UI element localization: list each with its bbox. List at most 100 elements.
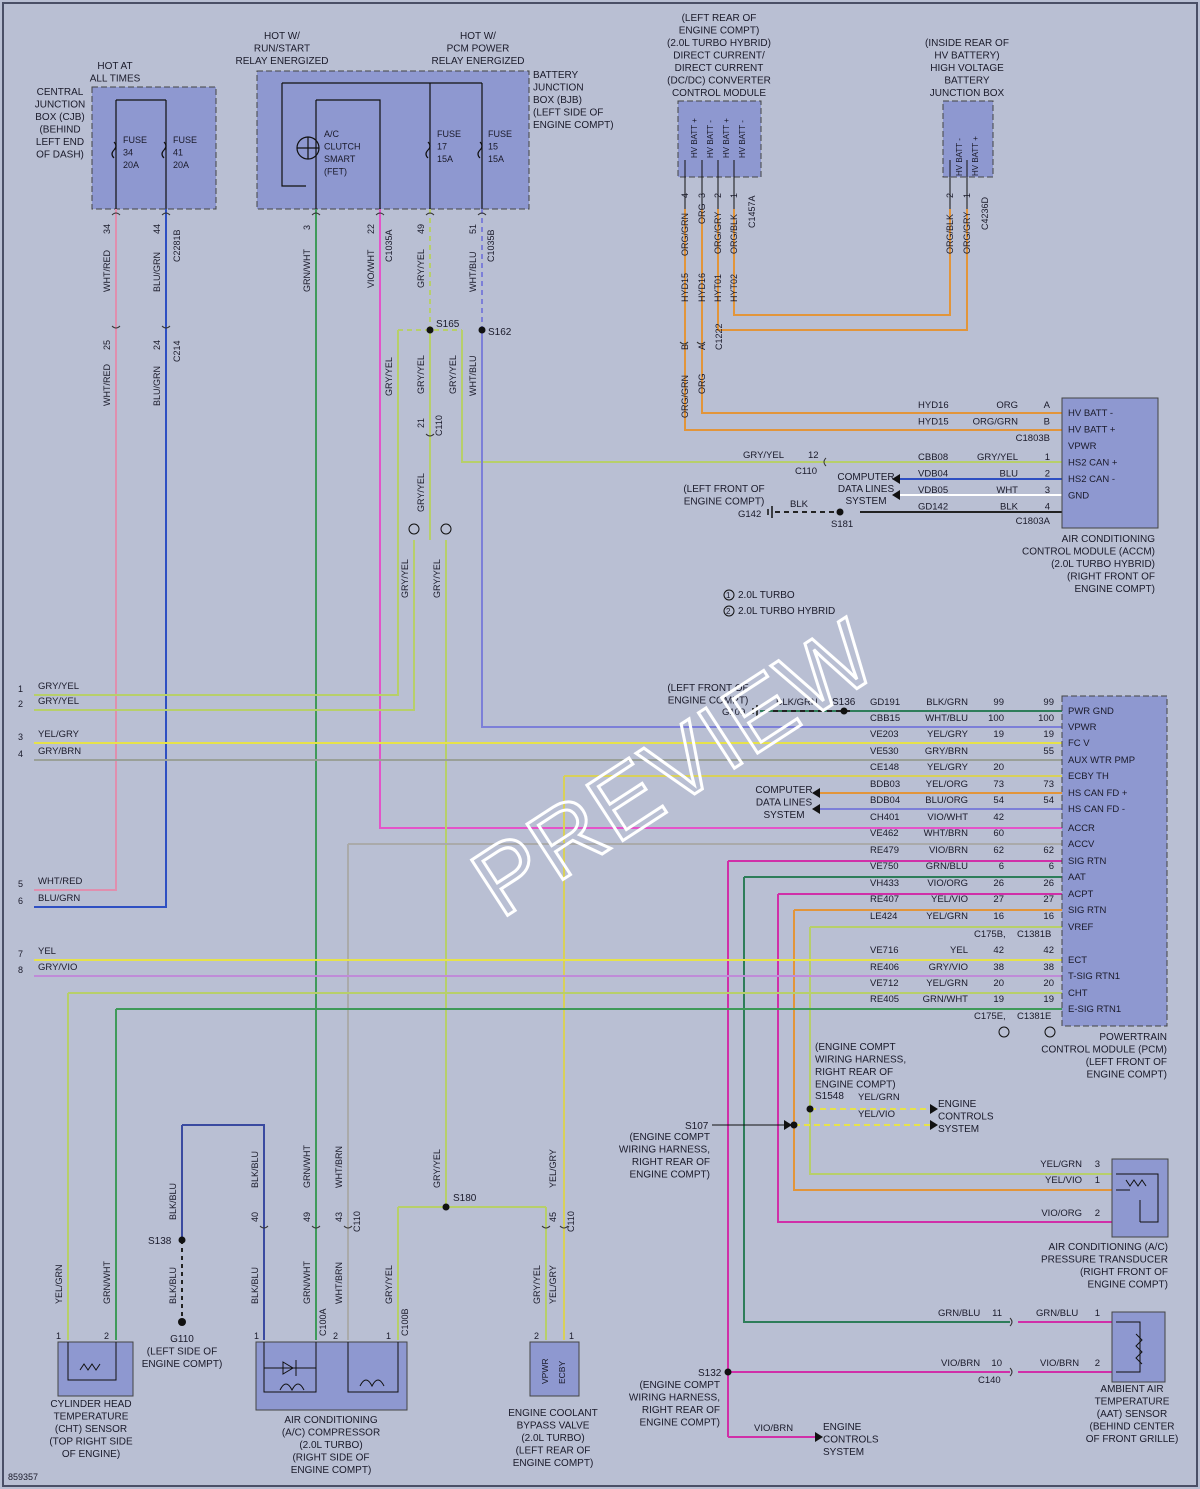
pcm-rows-2-p2: 19: [1043, 729, 1054, 740]
pcm-c1381e: C1381E: [1017, 1011, 1051, 1022]
pcm-c175e: C175E,: [974, 1011, 1006, 1022]
pcm-rows-11-circuit: VH433: [870, 878, 899, 889]
pcm-pins-3: AUX WTR PMP: [1068, 755, 1135, 766]
vertical_labels-grn_wht: GRN/WHT: [302, 249, 312, 292]
legend-two: 2: [726, 607, 731, 616]
accm-pins-2: VPWR: [1068, 441, 1097, 452]
accm-rows-5-pin: 4: [1045, 502, 1050, 513]
accm-g142_loc-0: (LEFT FRONT OF: [683, 484, 764, 495]
pcm-pins-7: ACCR: [1068, 823, 1095, 834]
pcm-pins-10: AAT: [1068, 872, 1086, 883]
top-cjb-4: LEFT END: [36, 137, 84, 148]
bottom-cht_name-1: TEMPERATURE: [54, 1412, 129, 1423]
vertical_labels-d1: 1: [729, 193, 739, 198]
vertical_labels-d2: 2: [713, 193, 723, 198]
accm-name-2: (2.0L TURBO HYBRID): [1051, 559, 1155, 570]
left_refs-5-color: BLU/GRN: [38, 893, 80, 904]
pcm-rows-9-circuit: RE479: [870, 845, 899, 856]
top-dcdc-2: (2.0L TURBO HYBRID): [667, 38, 771, 49]
top-dcdc_pins-1: HV BATT -: [706, 120, 715, 158]
splices-s1548: S1548: [815, 1091, 844, 1102]
top-dcdc-3: DIRECT CURRENT/: [673, 51, 765, 62]
splice-s181: [836, 508, 844, 516]
pcm-rows-0-p2: 99: [1043, 697, 1054, 708]
pcm-rows-15-color: GRY/VIO: [929, 962, 968, 973]
harness-ecs-1: CONTROLS: [938, 1112, 994, 1123]
top-hot_at_all_times-1: ALL TIMES: [90, 74, 141, 85]
connector-pin-number: 1: [569, 1331, 574, 1341]
vertical_labels-yel_gry: YEL/GRY: [548, 1149, 558, 1188]
top-fuse15-1: 15: [488, 142, 498, 152]
accm-rows-4-color: WHT: [996, 485, 1018, 496]
harness-s107_desc-3: ENGINE COMPT): [629, 1170, 710, 1181]
pcm-rows-5-p1: 73: [993, 779, 1004, 790]
pcm-rows-13-p1: 16: [993, 911, 1004, 922]
harness-yel_grn: YEL/GRN: [858, 1092, 900, 1103]
connector-pin-number: 2: [333, 1331, 338, 1341]
vertical_labels-c4236d: C4236D: [980, 196, 990, 230]
accm-blk: BLK: [790, 499, 809, 510]
pcm-pins-1: VPWR: [1068, 722, 1097, 733]
pressure-name-3: ENGINE COMPT): [1087, 1280, 1168, 1291]
harness-s132_desc-3: ENGINE COMPT): [639, 1418, 720, 1429]
pcm-rows-6-p2: 54: [1043, 795, 1054, 806]
pcm-rows-8-circuit: VE462: [870, 828, 899, 839]
accm-name-4: ENGINE COMPT): [1074, 584, 1155, 595]
accm-rows-1-circuit: HYD15: [918, 417, 949, 428]
pcm-rows-12-color: YEL/VIO: [931, 894, 968, 905]
pcm-rows-17-circuit: RE405: [870, 994, 899, 1005]
cht-sensor-box: [57, 1341, 134, 1397]
harness-desc-3: ENGINE COMPT): [815, 1080, 896, 1091]
pcm-g109_loc-0: (LEFT FRONT OF: [667, 683, 748, 694]
bottom-g110_name-2: ENGINE COMPT): [142, 1359, 223, 1370]
top-hvjb_pins-1: HV BATT +: [971, 136, 980, 176]
cjb-module: [91, 86, 217, 210]
top-hvjb_pins-0: HV BATT -: [955, 138, 964, 176]
bjb-module: [256, 70, 530, 210]
top-ac_clutch-3: (FET): [324, 167, 347, 177]
pcm-rows-10-p2: 6: [1049, 861, 1054, 872]
top-fuse17-0: FUSE: [437, 129, 461, 139]
splice-s180: [442, 1203, 450, 1211]
harness-s132_desc-0: (ENGINE COMPT: [639, 1380, 720, 1391]
bottom-cht_name-4: OF ENGINE): [62, 1449, 120, 1460]
vertical_labels-hyd16: HYD16: [697, 273, 707, 302]
bottom-ac_comp_name-1: (A/C) COMPRESSOR: [282, 1428, 380, 1439]
top-fuse17-2: 15A: [437, 154, 453, 164]
vertical_labels-d_org_gry: ORG/GRY: [713, 212, 723, 254]
pcm-rows-9-color: VIO/BRN: [929, 845, 968, 856]
accm-rows-3-pin: 2: [1045, 469, 1050, 480]
bottom-valve_name-3: (LEFT REAR OF: [516, 1446, 591, 1457]
accm-rows-0-circuit: HYD16: [918, 400, 949, 411]
left_refs-4-num: 5: [18, 879, 23, 889]
left_refs-3-color: GRY/BRN: [38, 746, 81, 757]
pcm-rows-12-p2: 27: [1043, 894, 1054, 905]
accm-rows-3-color: BLU: [1000, 469, 1019, 480]
vertical_labels-blk_blu2: BLK/BLU: [168, 1267, 178, 1304]
vertical_labels-gry_yel_h: GRY/YEL: [384, 1265, 394, 1304]
pcm-rows-2-circuit: VE203: [870, 729, 899, 740]
accm-rows-2-color: GRY/YEL: [977, 452, 1018, 463]
pressure-transducer: [1111, 1158, 1169, 1238]
accm-rows-5-color: BLK: [1000, 502, 1019, 513]
vertical_labels-org_grn2: ORG/GRN: [680, 375, 690, 418]
vertical_labels-blu_grn: BLU/GRN: [152, 252, 162, 292]
pcm-rows-0-color: BLK/GRN: [926, 697, 968, 708]
top-dcdc-1: ENGINE COMPT): [679, 26, 760, 37]
harness-yel_vio: YEL/VIO: [858, 1109, 895, 1120]
left_refs-1-num: 2: [18, 699, 23, 709]
vertical_labels-gry_yel_g: GRY/YEL: [432, 1149, 442, 1188]
top-hot_run-1: RUN/START: [254, 44, 310, 55]
accm-rows-0-pin: A: [1044, 400, 1051, 411]
left_refs-6-num: 7: [18, 949, 23, 959]
bottom-valve_pins-0: VPWR: [540, 1359, 550, 1385]
top-cjb-1: JUNCTION: [35, 100, 86, 111]
top-dcdc_pins-0: HV BATT +: [690, 118, 699, 158]
pcm-pins-17: CHT: [1068, 988, 1088, 999]
left_refs-2-num: 3: [18, 732, 23, 742]
pcm-rows-17-p2: 19: [1043, 994, 1054, 1005]
pcm-rows-14-color: YEL: [950, 945, 968, 956]
vertical_labels-wht_blu2: WHT/BLU: [468, 356, 478, 397]
left_refs-3-num: 4: [18, 749, 23, 759]
